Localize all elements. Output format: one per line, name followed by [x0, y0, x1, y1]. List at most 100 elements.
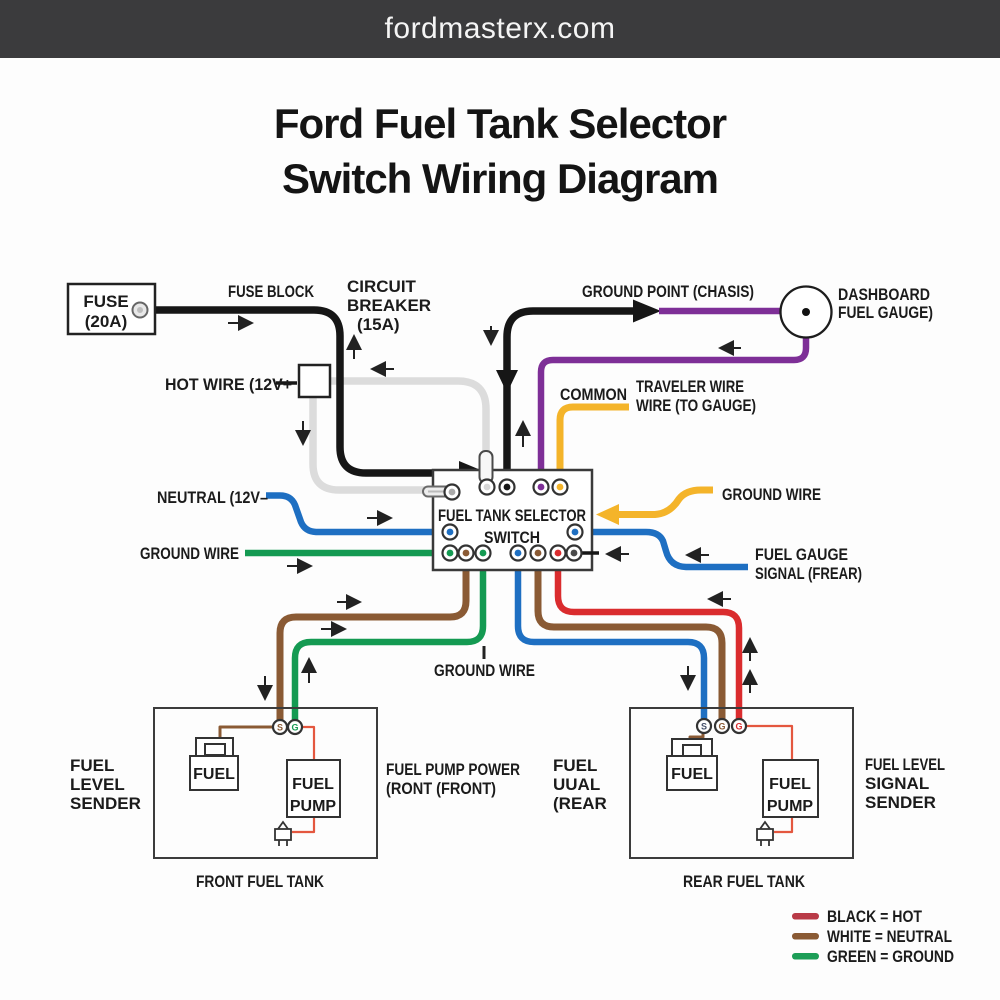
- black-wire-arrowhead-down: [496, 370, 518, 393]
- circuit-breaker-label-line2: BREAKER: [347, 296, 431, 315]
- brown-wire-to-rear-tank: [534, 559, 726, 719]
- wire-color-legend: BLACK = HOT WHITE = NEUTRAL GREEN = GROU…: [792, 907, 954, 966]
- front-connector-body: [274, 828, 292, 841]
- white-wire-to-switch-left: [309, 396, 425, 494]
- dashboard-gauge-label-line2: FUEL GAUGE): [838, 303, 933, 322]
- front-connector-top: [277, 820, 289, 830]
- rear-pump-label-line2: PUMP: [767, 798, 814, 815]
- fuel-tank-selector-switch: FUEL TANK SELECTOR SWITCH: [422, 450, 599, 572]
- red-wire-to-rear-tank: [554, 559, 743, 719]
- blue-wire-to-rear-tank: [514, 559, 708, 719]
- front-terminal-sender-letter: S: [277, 723, 283, 733]
- hot-wire-junction-box: [297, 363, 332, 399]
- rear-pump-label-line1: FUEL: [769, 776, 811, 793]
- rear-connector-legs: [760, 840, 770, 846]
- switch-terminal-brown-rear-dot: [534, 549, 542, 557]
- fuse-label-line2: (20A): [85, 312, 128, 331]
- yellow-wire-arrowhead: [596, 504, 619, 525]
- yellow-ground-wire: [619, 486, 713, 518]
- legend-text-hot: BLACK = HOT: [827, 907, 923, 926]
- page-title-line2: Switch Wiring Diagram: [281, 155, 719, 202]
- rear-fuel-tank: FUEL FUEL PUMP S G G: [629, 707, 854, 859]
- switch-terminal-green-front-dot: [479, 549, 487, 557]
- yellow-common-wire: [556, 403, 629, 481]
- rear-terminal-sender: [695, 717, 713, 735]
- rear-sender-cap-inner: [682, 744, 702, 757]
- rear-sender-box: [666, 755, 718, 791]
- front-sender-box: [189, 755, 239, 791]
- hot-wire-label: HOT WIRE (12V+: [165, 375, 292, 394]
- rear-left-label-line1: FUEL: [553, 756, 597, 775]
- fuse-label-line1: FUSE: [83, 292, 128, 311]
- front-connector-legs: [278, 840, 288, 846]
- front-sender-cap-inner: [204, 743, 226, 756]
- front-fuel-tank: FUEL FUEL PUMP S G: [153, 707, 378, 859]
- rear-pump-connector: [756, 820, 774, 846]
- rear-tank-caption: REAR FUEL TANK: [683, 872, 806, 891]
- front-right-label-line2: (RONT (FRONT): [386, 779, 496, 798]
- front-terminal-ground: [286, 718, 304, 736]
- page-title: Ford Fuel Tank Selector Switch Wiring Di…: [0, 96, 1000, 206]
- rear-terminal-power-letter: G: [735, 722, 742, 732]
- rear-tank-outline: [629, 707, 854, 859]
- switch-label-line2: SWITCH: [484, 528, 540, 547]
- fuse-terminal-pin: [137, 307, 143, 313]
- ground-point-label: GROUND POINT (CHASIS): [582, 282, 754, 301]
- fuse-block-label: FUSE BLOCK: [228, 282, 315, 301]
- front-sender-label: FUEL: [193, 766, 235, 783]
- legend-swatch-neutral: [792, 933, 819, 940]
- brown-wires: [276, 559, 726, 720]
- switch-terminal-white-dot: [483, 483, 491, 491]
- legend-text-ground: GREEN = GROUND: [827, 947, 954, 966]
- traveler-wire-label-line2: WIRE (TO GAUGE): [636, 396, 756, 415]
- blue-gauge-signal-wire: [583, 528, 748, 571]
- front-right-label-line1: FUEL PUMP POWER: [386, 760, 520, 779]
- rear-terminal-neutral-letter: G: [718, 722, 725, 732]
- page-title-line1: Ford Fuel Tank Selector: [273, 100, 727, 147]
- front-left-label-line1: FUEL: [70, 756, 114, 775]
- rear-connector-top: [759, 820, 771, 830]
- flow-arrows: [228, 315, 758, 701]
- ground-wire-bottom-label: GROUND WIRE: [434, 661, 535, 680]
- dashboard-gauge-label-line1: DASHBOARD: [838, 285, 930, 304]
- rear-pump-ground-wire: [774, 818, 794, 834]
- rear-right-label-line1: FUEL LEVEL: [865, 755, 945, 774]
- blue-wires: [266, 492, 748, 719]
- green-wire-to-front-tank: [291, 559, 487, 720]
- switch-terminal-red-rear-dot: [554, 549, 562, 557]
- front-pump-connector: [274, 820, 292, 846]
- rear-pump-power-wire: [746, 724, 794, 759]
- common-label: COMMON: [560, 385, 627, 404]
- switch-terminal-neutral-dot: [446, 528, 454, 536]
- rear-sender-label: FUEL: [671, 766, 713, 783]
- fuel-gauge-signal-label-line1: FUEL GAUGE: [755, 545, 848, 564]
- white-wire-to-switch-top: [330, 377, 490, 455]
- rear-right-label-line2: SIGNAL: [865, 774, 929, 793]
- ground-wire-left-label: GROUND WIRE: [140, 544, 239, 563]
- purple-wire-gauge-to-switch: [537, 318, 810, 481]
- dashboard-gauge: [779, 285, 833, 339]
- switch-terminal-ground-dot: [446, 549, 454, 557]
- switch-terminal-black-dot: [503, 483, 511, 491]
- switch-label-line1: FUEL TANK SELECTOR: [438, 506, 586, 525]
- switch-terminal-signal-dot: [571, 528, 579, 536]
- front-pump-label-line1: FUEL: [292, 776, 334, 793]
- green-wires: [245, 549, 487, 720]
- legend-swatch-ground: [792, 953, 819, 960]
- white-wire: [309, 377, 490, 494]
- front-left-label-line3: SENDER: [70, 794, 141, 813]
- circuit-breaker-label-line3: (15A): [357, 315, 400, 334]
- black-wire-switch-to-ground-point: [503, 307, 633, 482]
- black-wire-fuse-to-switch: [147, 306, 459, 477]
- traveler-wire-label-line1: TRAVELER WIRE: [636, 377, 744, 396]
- neutral-label: NEUTRAL (12V–: [157, 488, 268, 507]
- switch-terminal-brown-front-dot: [462, 549, 470, 557]
- front-tank-outline: [153, 707, 378, 859]
- switch-terminal-yellow-dot: [556, 483, 564, 491]
- site-header-bar: fordmasterx.com: [0, 0, 1000, 58]
- rear-right-label-line3: SENDER: [865, 793, 936, 812]
- front-pump-ground-wire: [292, 818, 316, 834]
- fuel-gauge-signal-label-line2: SIGNAL (FREAR): [755, 564, 862, 583]
- switch-terminal-aux-dot: [570, 549, 578, 557]
